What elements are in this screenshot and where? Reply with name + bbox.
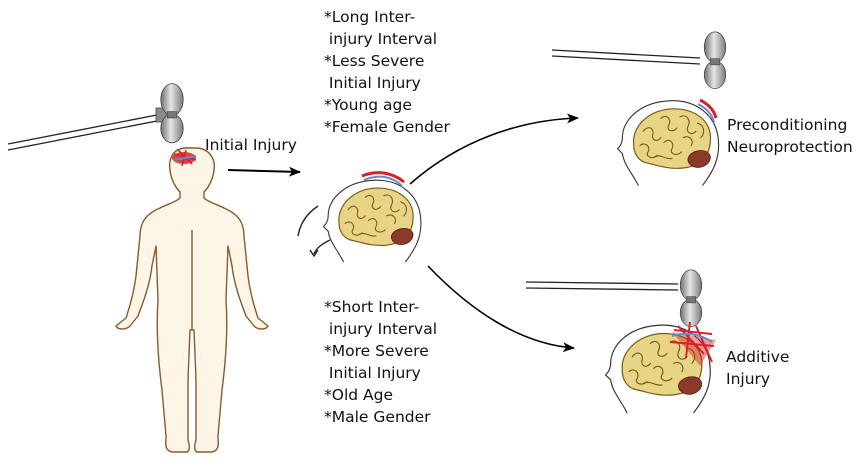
factor-top-1: *Long Inter- xyxy=(324,6,450,28)
factor-bottom-2: injury Interval xyxy=(324,318,437,340)
factor-top-5: *Young age xyxy=(324,94,450,116)
outcome-top-line-1: Preconditioning xyxy=(727,114,853,136)
initial-injury-label: Initial Injury xyxy=(205,134,297,156)
initial-injury-arrow xyxy=(228,170,300,172)
impactor-rod-left xyxy=(8,108,172,150)
outcome-top-label: Preconditioning Neuroprotection xyxy=(727,114,853,158)
impactor-icon-top-right xyxy=(704,32,725,89)
outcome-bottom-line-2: Injury xyxy=(726,368,789,390)
arrow-to-additive-injury xyxy=(428,266,574,348)
factor-top-2: injury Interval xyxy=(324,28,450,50)
factors-bottom-list: *Short Inter- injury Interval *More Seve… xyxy=(324,296,437,428)
brain-head-top-right xyxy=(618,100,719,186)
factor-top-3: *Less Severe xyxy=(324,50,450,72)
factor-bottom-6: *Male Gender xyxy=(324,406,437,428)
factors-top-list: *Long Inter- injury Interval *Less Sever… xyxy=(324,6,450,138)
factor-top-6: *Female Gender xyxy=(324,116,450,138)
factor-top-4: Initial Injury xyxy=(324,72,450,94)
outcome-bottom-line-1: Additive xyxy=(726,346,789,368)
impactor-rod-top-right xyxy=(552,50,700,64)
outcome-top-line-2: Neuroprotection xyxy=(727,136,853,158)
factor-bottom-4: Initial Injury xyxy=(324,362,437,384)
factor-bottom-5: *Old Age xyxy=(324,384,437,406)
human-body-figure xyxy=(116,148,268,452)
impactor-rod-bottom-right xyxy=(526,282,678,290)
center-brain-head xyxy=(298,173,421,262)
outcome-bottom-label: Additive Injury xyxy=(726,346,789,390)
impactor-icon-bottom-right xyxy=(680,270,701,327)
brain-head-bottom-right xyxy=(606,322,716,413)
factor-bottom-3: *More Severe xyxy=(324,340,437,362)
factor-bottom-1: *Short Inter- xyxy=(324,296,437,318)
